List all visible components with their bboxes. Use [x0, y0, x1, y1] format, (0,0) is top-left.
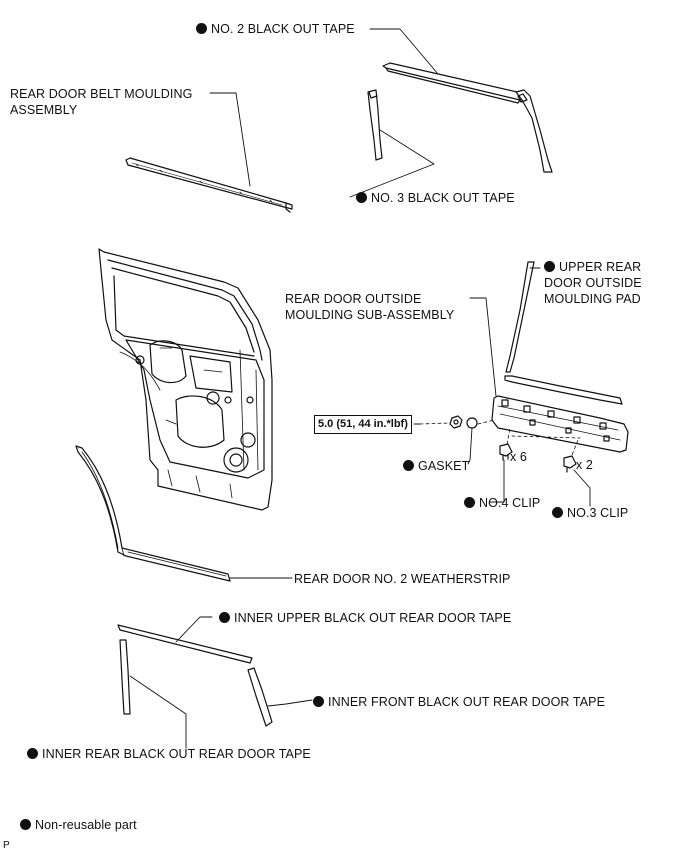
alignment-dashes: [419, 419, 581, 461]
rear-door-part: [98, 248, 273, 511]
label-qty-6: x 6: [510, 450, 527, 464]
non-reusable-bullet-icon: [356, 192, 367, 203]
outside-moulding-part: [491, 395, 629, 453]
inner-rear-tape-part: [119, 639, 131, 715]
no3-black-out-tape-part: [367, 89, 383, 161]
nut-part: [449, 415, 463, 429]
label-no2-black-out-tape: NO. 2 BLACK OUT TAPE: [196, 21, 355, 37]
label-gasket: GASKET: [403, 458, 469, 474]
label-no3-clip: NO.3 CLIP: [552, 505, 628, 521]
non-reusable-bullet-icon: [552, 507, 563, 518]
non-reusable-bullet-icon: [544, 261, 555, 272]
label-no4-clip: NO.4 CLIP: [464, 495, 540, 511]
label-weatherstrip: REAR DOOR NO. 2 WEATHERSTRIP: [294, 572, 511, 586]
non-reusable-bullet-icon: [313, 696, 324, 707]
label-qty-2: x 2: [576, 458, 593, 472]
leader-lines: [129, 28, 591, 749]
gasket-part: [466, 417, 478, 429]
no2-black-out-tape-pillar-part: [515, 89, 553, 173]
inner-front-tape-part: [247, 667, 273, 727]
footer-code: P: [3, 840, 10, 851]
weatherstrip-part: [75, 445, 231, 582]
inner-upper-tape-part: [117, 624, 253, 664]
label-belt-moulding: REAR DOOR BELT MOULDING ASSEMBLY: [10, 87, 193, 117]
label-inner-front-tape: INNER FRONT BLACK OUT REAR DOOR TAPE: [313, 694, 605, 710]
non-reusable-bullet-icon: [196, 23, 207, 34]
non-reusable-bullet-icon: [27, 748, 38, 759]
non-reusable-bullet-icon: [219, 612, 230, 623]
label-inner-upper-tape: INNER UPPER BLACK OUT REAR DOOR TAPE: [219, 610, 511, 626]
non-reusable-bullet-icon: [403, 460, 414, 471]
non-reusable-bullet-icon: [464, 497, 475, 508]
belt-moulding-part: [125, 157, 293, 213]
non-reusable-bullet-icon: [20, 819, 31, 830]
label-upper-moulding-pad: UPPER REAR DOOR OUTSIDE MOULDING PAD: [544, 260, 642, 306]
label-inner-rear-tape: INNER REAR BLACK OUT REAR DOOR TAPE: [27, 746, 311, 762]
label-no3-black-out-tape: NO. 3 BLACK OUT TAPE: [356, 190, 515, 206]
upper-moulding-pad-part: [504, 261, 623, 405]
no4-clip-part: [499, 443, 513, 461]
label-outside-moulding: REAR DOOR OUTSIDE MOULDING SUB-ASSEMBLY: [285, 292, 455, 322]
no3-clip-part: [563, 455, 577, 473]
no2-black-out-tape-part: [382, 62, 531, 104]
legend-non-reusable: Non-reusable part: [20, 817, 137, 833]
torque-spec-box: 5.0 (51, 44 in.*lbf): [314, 415, 412, 434]
